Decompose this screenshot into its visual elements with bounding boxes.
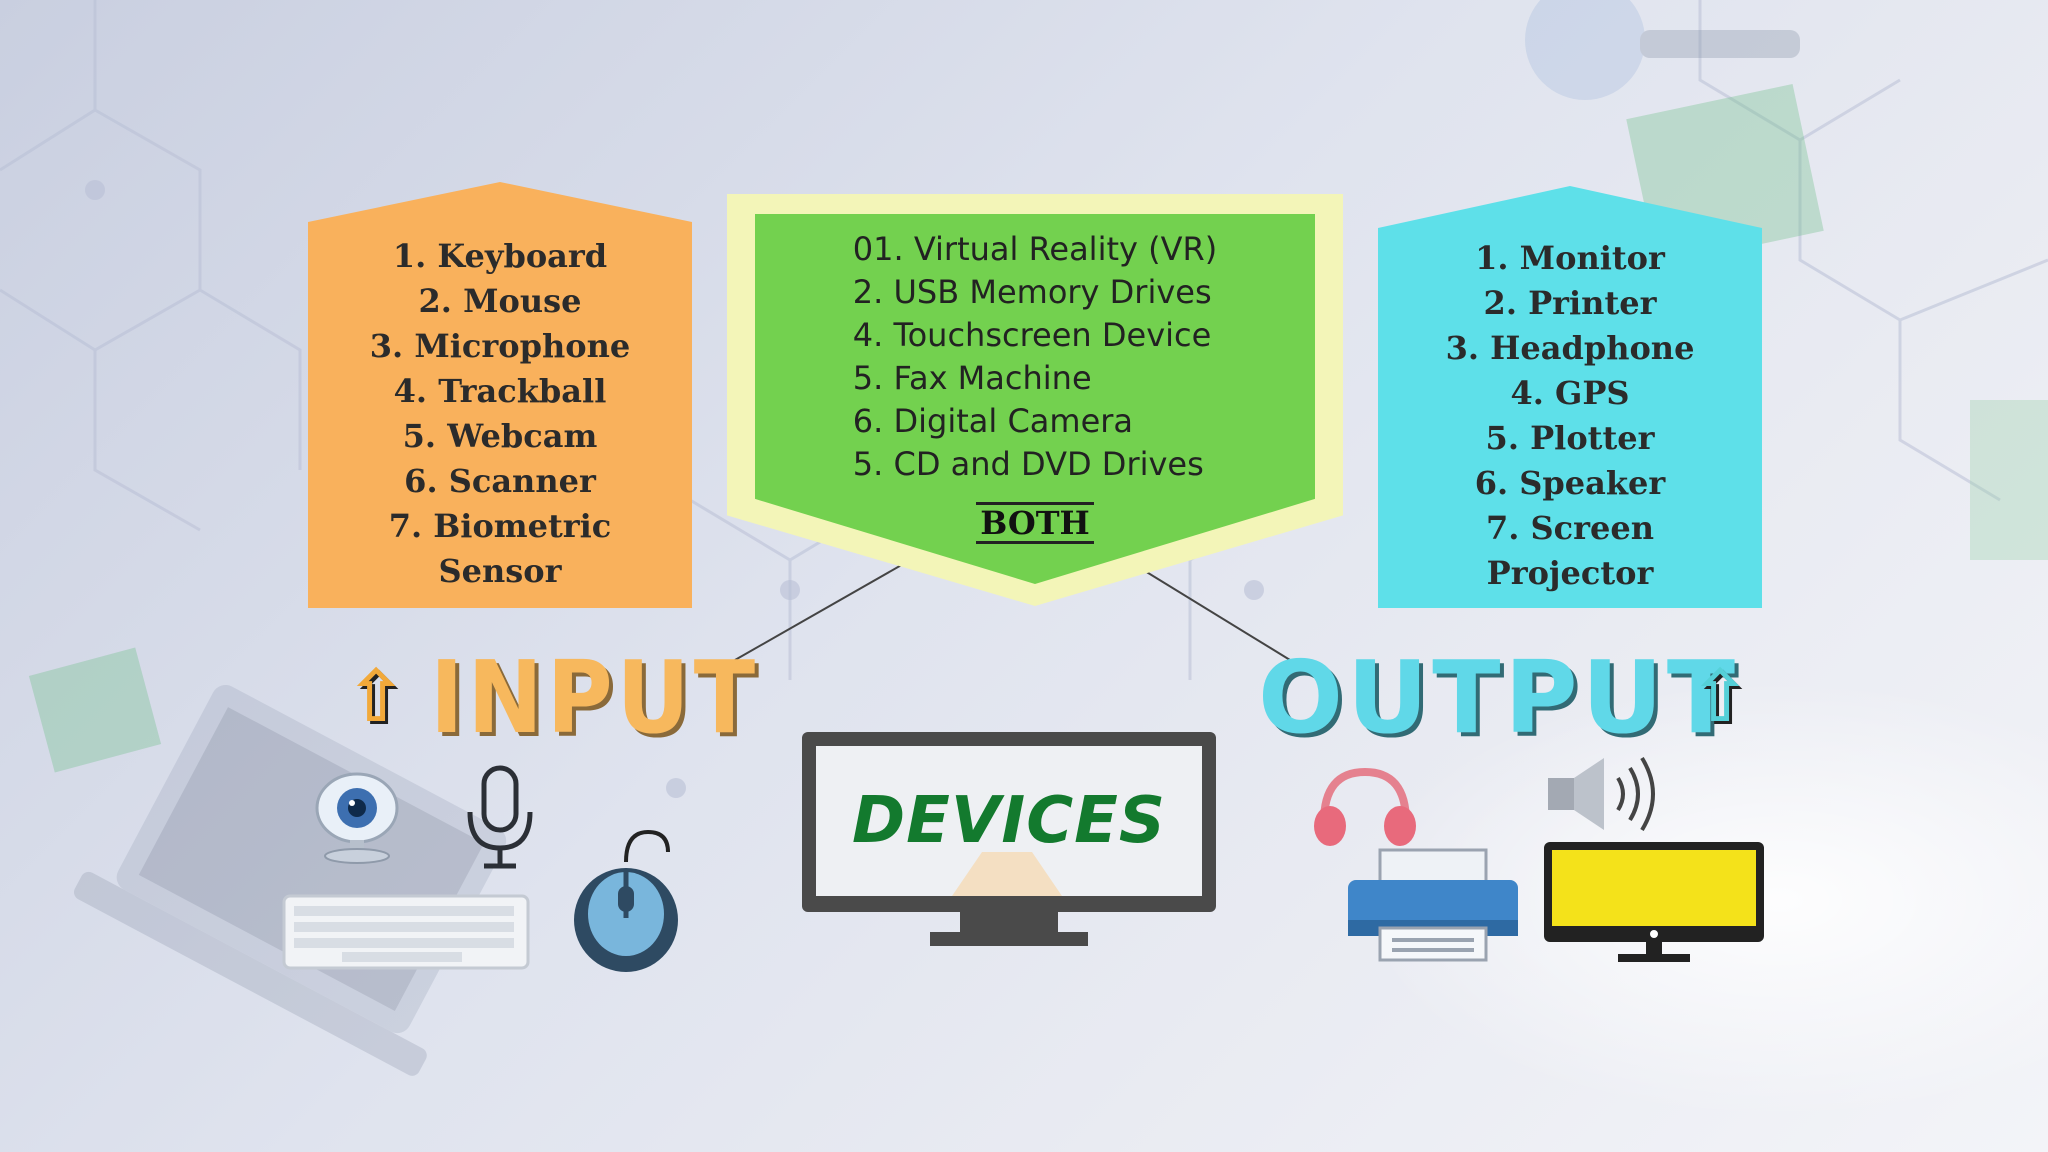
up-arrow-icon: ⇧: [1690, 654, 1751, 738]
output-device-item: 3. Headphone: [1445, 329, 1695, 367]
both-devices-list: 01. Virtual Reality (VR) 2. USB Memory Dr…: [853, 228, 1217, 486]
input-device-item: 4. Trackball: [393, 372, 607, 410]
input-device-item: Sensor: [438, 552, 562, 590]
output-device-item: 2. Printer: [1483, 284, 1657, 322]
output-device-item: 4. GPS: [1510, 374, 1630, 412]
devices-label: DEVICES: [852, 784, 1166, 858]
keyboard-icon: [282, 894, 530, 970]
both-device-item: 01. Virtual Reality (VR): [852, 230, 1218, 268]
up-arrow-icon: ⇧: [346, 654, 407, 738]
input-device-item: 6. Scanner: [404, 462, 596, 500]
input-devices-list: 1. Keyboard 2. Mouse 3. Microphone 4. Track…: [370, 234, 630, 594]
both-title: BOTH: [976, 502, 1094, 544]
headphone-icon: [1314, 767, 1416, 846]
output-devices-list: 1. Monitor 2. Printer 3. Headphone 4. GPS 5.…: [1446, 236, 1695, 596]
input-device-item: 3. Microphone: [369, 327, 631, 365]
input-devices-panel: 1. Keyboard 2. Mouse 3. Microphone 4. Track…: [308, 182, 692, 608]
both-device-item: 2. USB Memory Drives: [852, 273, 1212, 311]
printer-icon: [1348, 848, 1518, 962]
input-device-item: 2. Mouse: [418, 282, 582, 320]
monitor-icon: [802, 732, 1216, 946]
output-devices-panel: 1. Monitor 2. Printer 3. Headphone 4. GPS 5.…: [1378, 186, 1762, 608]
circuit-board-icon: [28, 83, 2048, 773]
both-device-item: 4. Touchscreen Device: [852, 316, 1212, 354]
magnifier-icon: [1525, 0, 1800, 100]
output-title: OUTPUT: [1258, 639, 1740, 756]
speaker-icon: [1548, 756, 1655, 832]
output-device-item: 6. Speaker: [1474, 464, 1666, 502]
input-device-item: 1. Keyboard: [392, 237, 608, 275]
both-device-item: 5. CD and DVD Drives: [852, 445, 1204, 483]
microphone-icon: [467, 765, 533, 869]
both-device-item: 5. Fax Machine: [852, 359, 1092, 397]
output-device-item: 5. Plotter: [1485, 419, 1655, 457]
input-title: INPUT: [430, 639, 760, 756]
input-device-item: 7. Biometric: [388, 507, 612, 545]
input-device-item: 5. Webcam: [402, 417, 598, 455]
output-device-item: Projector: [1486, 554, 1654, 592]
output-device-item: 1. Monitor: [1475, 239, 1665, 277]
both-devices-panel: 01. Virtual Reality (VR) 2. USB Memory Dr…: [755, 214, 1315, 584]
both-device-item: 6. Digital Camera: [852, 402, 1134, 440]
output-device-item: 7. Screen: [1486, 509, 1654, 547]
devices-monitor: DEVICES: [802, 732, 1216, 950]
yellow-monitor-icon: [1544, 842, 1764, 962]
mouse-icon: [574, 829, 678, 972]
webcam-icon: [315, 772, 399, 864]
